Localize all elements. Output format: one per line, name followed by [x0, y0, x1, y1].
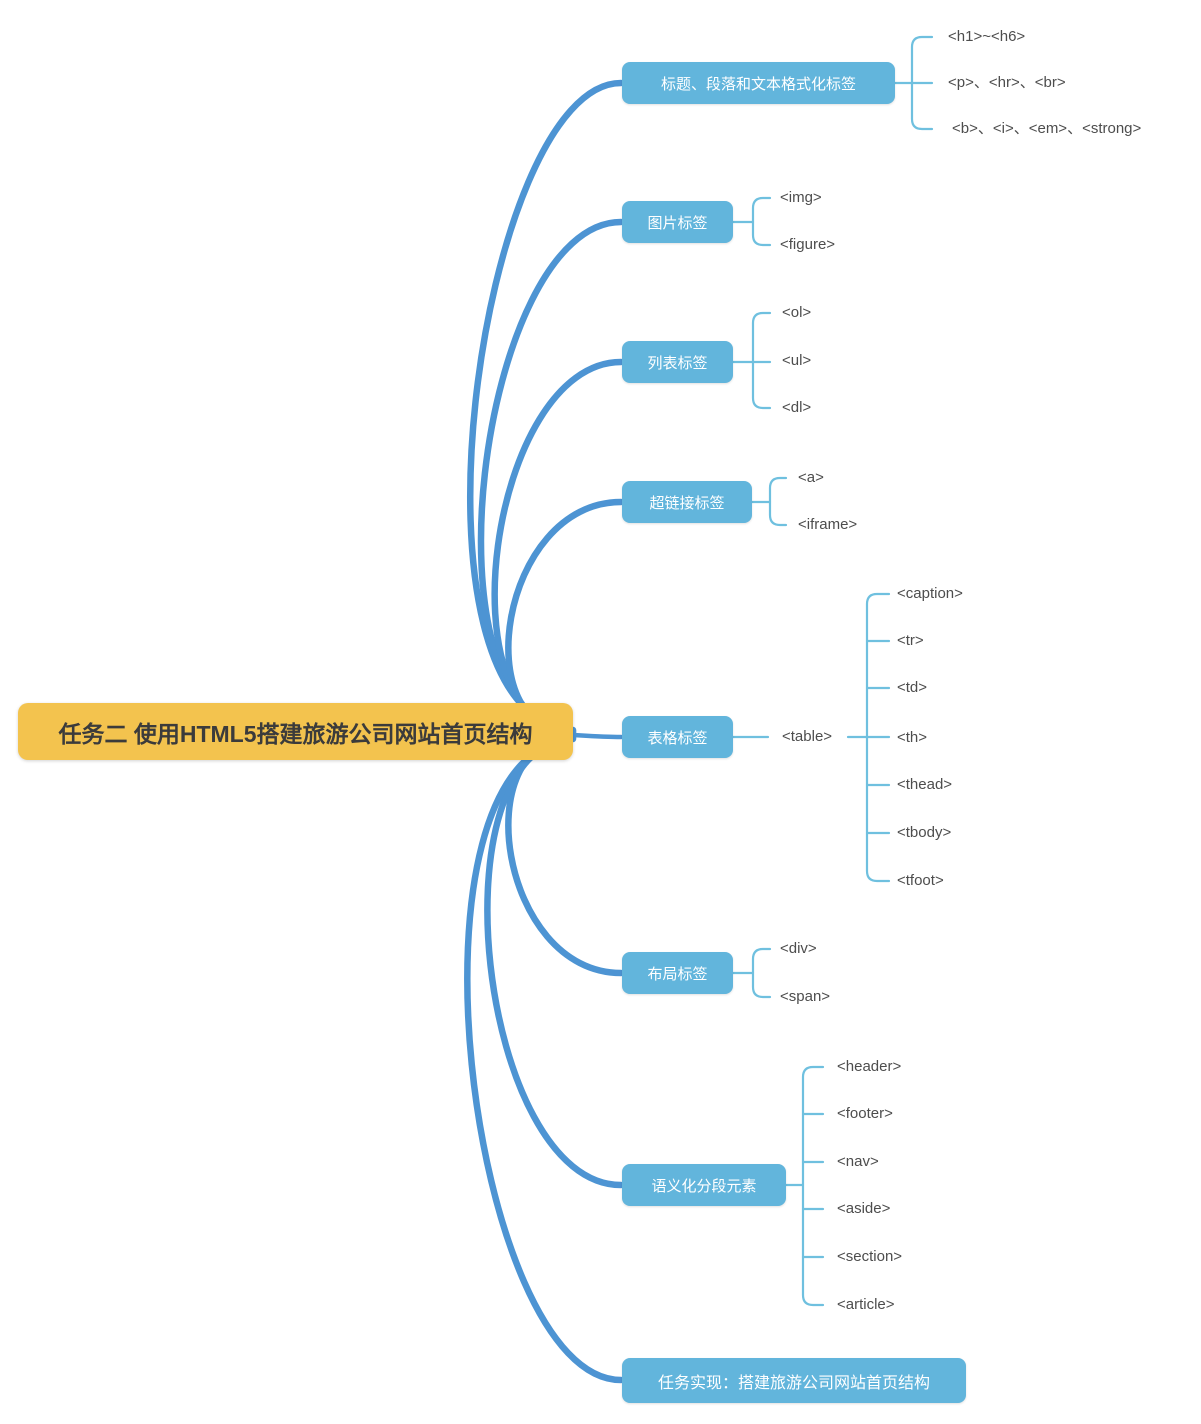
- bracket-list-spine: [751, 311, 772, 410]
- leaf-footer[interactable]: <footer>: [837, 1105, 893, 1122]
- topic-layout-tags[interactable]: 布局标签: [622, 952, 733, 994]
- branch-curve-table: [570, 732, 624, 740]
- leaf-a[interactable]: <a>: [798, 469, 824, 486]
- leaf-div[interactable]: <div>: [780, 940, 817, 957]
- leaf-tfoot[interactable]: <tfoot>: [897, 872, 944, 889]
- leaf-p-hr-br[interactable]: <p>、<hr>、<br>: [948, 74, 1066, 91]
- leaf-table[interactable]: <table>: [782, 728, 833, 745]
- topic-semantic-elements[interactable]: 语义化分段元素: [622, 1164, 786, 1206]
- topic-list-tags[interactable]: 列表标签: [622, 341, 733, 383]
- leaf-td[interactable]: <td>: [897, 679, 928, 696]
- bracket-hyperlink-spine: [768, 476, 788, 527]
- branch-curve-task: [464, 735, 625, 1384]
- leaf-th[interactable]: <th>: [897, 729, 928, 746]
- leaf-thead[interactable]: <thead>: [897, 776, 953, 793]
- bracket-semantic-spine: [801, 1065, 825, 1307]
- topic-task-implementation[interactable]: 任务实现：搭建旅游公司网站首页结构: [622, 1358, 966, 1403]
- leaf-tbody[interactable]: <tbody>: [897, 824, 952, 841]
- root-topic[interactable]: 任务二 使用HTML5搭建旅游公司网站首页结构: [18, 703, 573, 760]
- branch-curve-hyperlink: [505, 498, 625, 737]
- leaf-section[interactable]: <section>: [837, 1248, 903, 1265]
- branch-curve-layout: [505, 733, 625, 977]
- bracket-heading-spine: [910, 35, 934, 131]
- leaf-ul[interactable]: <ul>: [782, 352, 812, 369]
- leaf-article[interactable]: <article>: [837, 1296, 895, 1313]
- topic-table-tags[interactable]: 表格标签: [622, 716, 733, 758]
- leaf-aside[interactable]: <aside>: [837, 1200, 891, 1217]
- leaf-b-i-em-strong[interactable]: <b>、<i>、<em>、<strong>: [952, 120, 1142, 137]
- leaf-dl[interactable]: <dl>: [782, 399, 812, 416]
- leaf-figure[interactable]: <figure>: [780, 236, 836, 253]
- bracket-table-spine: [865, 592, 891, 883]
- leaf-span[interactable]: <span>: [780, 988, 831, 1005]
- leaf-caption[interactable]: <caption>: [897, 585, 963, 602]
- leaf-header[interactable]: <header>: [837, 1058, 902, 1075]
- topic-hyperlink-tags[interactable]: 超链接标签: [622, 481, 752, 523]
- topic-image-tags[interactable]: 图片标签: [622, 201, 733, 243]
- bracket-image-spine: [751, 196, 772, 247]
- bracket-layout-spine: [751, 947, 772, 999]
- leaf-iframe[interactable]: <iframe>: [798, 516, 858, 533]
- leaf-tr[interactable]: <tr>: [897, 632, 924, 649]
- leaf-nav[interactable]: <nav>: [837, 1153, 879, 1170]
- leaf-ol[interactable]: <ol>: [782, 304, 812, 321]
- leaf-h1-h6[interactable]: <h1>~<h6>: [948, 28, 1026, 45]
- topic-heading-paragraph-text-tags[interactable]: 标题、段落和文本格式化标签: [622, 62, 895, 104]
- leaf-img[interactable]: <img>: [780, 189, 822, 206]
